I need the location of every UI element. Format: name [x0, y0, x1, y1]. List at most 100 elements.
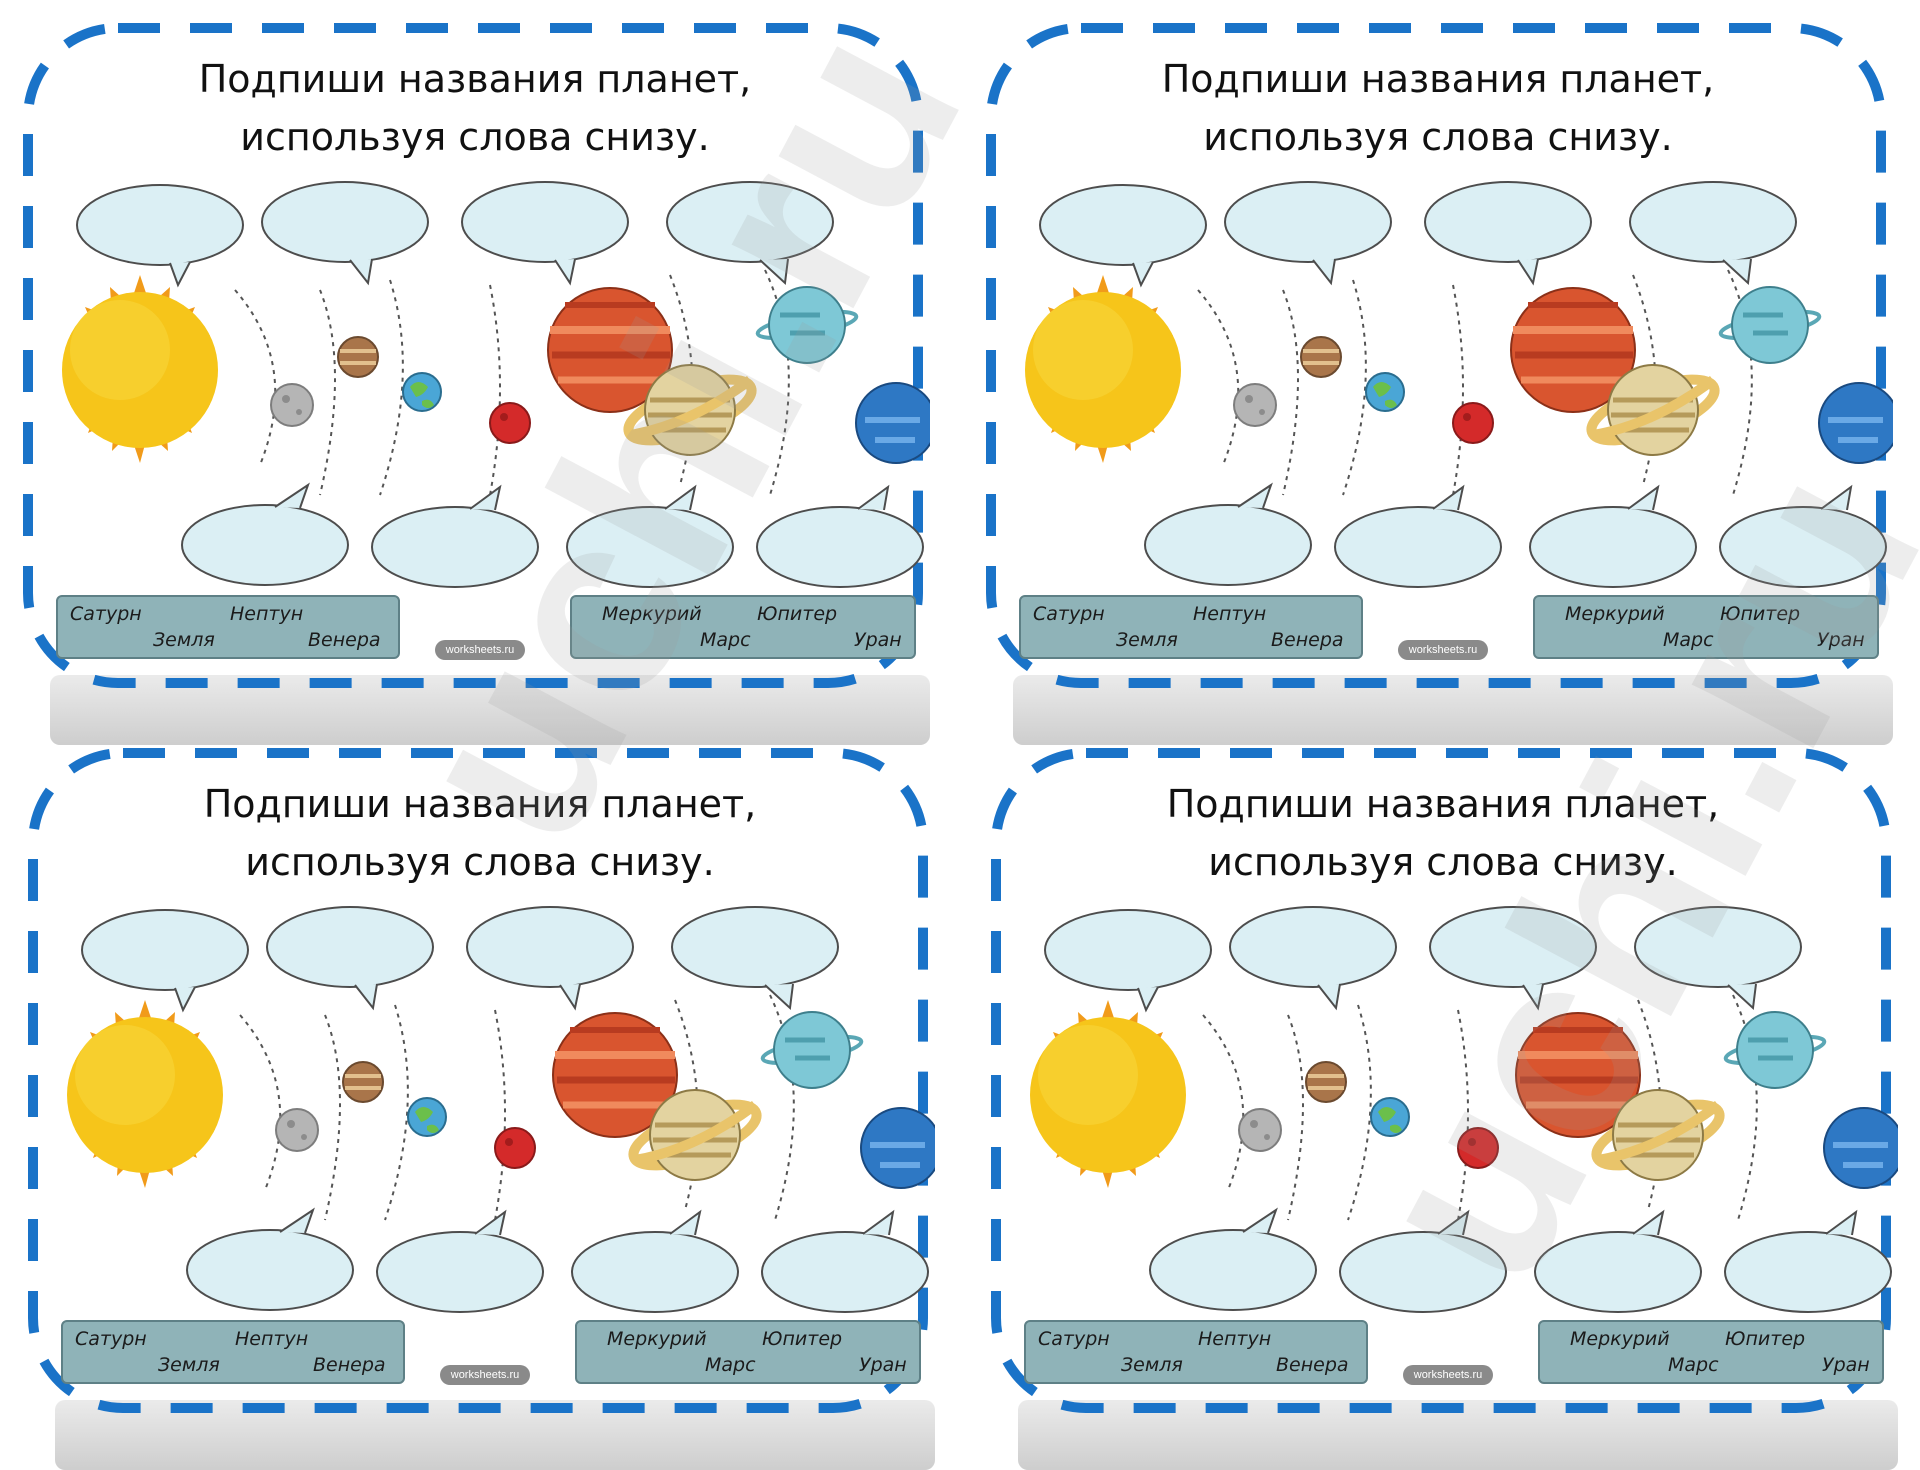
word-bank-left: Сатурн Нептун Земля Венера — [1019, 595, 1363, 659]
answer-bubble-top-4[interactable] — [666, 181, 834, 286]
answer-bubble-top-4[interactable] — [1629, 181, 1797, 286]
solar-system-worksheet: Сатурн Нептун Земля Венера worksheets.ru… — [1018, 890, 1905, 1385]
worksheet-card-3: Подпиши названия планет, используя слова… — [25, 745, 942, 1470]
answer-bubble-top-1[interactable] — [1044, 909, 1212, 1013]
jupiter-planet-icon — [1510, 287, 1636, 413]
answer-bubble-bottom-4[interactable] — [1719, 484, 1887, 588]
word-uranus: Уран — [1822, 1354, 1870, 1376]
jupiter-planet-icon — [1515, 1012, 1641, 1138]
answer-bubble-bottom-3[interactable] — [571, 1209, 739, 1313]
answer-bubble-bottom-3[interactable] — [1534, 1209, 1702, 1313]
word-jupiter: Юпитер — [757, 603, 838, 625]
instruction-line-2: используя слова снизу. — [240, 115, 710, 159]
instruction-text: Подпиши названия планет, используя слова… — [983, 50, 1893, 166]
credit-badge: worksheets.ru — [440, 1365, 530, 1385]
word-uranus: Уран — [854, 629, 902, 651]
instruction-text: Подпиши названия планет, используя слова… — [20, 50, 930, 166]
answer-bubble-top-1[interactable] — [81, 909, 249, 1013]
orbit-lines — [1202, 994, 1758, 1221]
word-venus: Венера — [308, 629, 381, 651]
answer-bubble-bottom-2[interactable] — [376, 1209, 544, 1313]
mars-planet-icon — [1457, 1127, 1499, 1169]
venus-planet-icon — [1305, 1061, 1347, 1103]
word-earth: Земля — [1116, 629, 1178, 651]
orbit-lines — [239, 994, 795, 1221]
mercury-planet-icon — [1238, 1108, 1282, 1152]
answer-bubble-bottom-1[interactable] — [186, 1207, 354, 1311]
dashed-card-border — [986, 23, 1886, 688]
word-saturn: Сатурн — [1038, 1328, 1110, 1350]
answer-bubble-bottom-1[interactable] — [181, 482, 349, 586]
answer-bubble-top-3[interactable] — [1429, 906, 1597, 1011]
word-bank-right: Меркурий Юпитер Марс Уран — [575, 1320, 921, 1384]
answer-bubble-top-3[interactable] — [466, 906, 634, 1011]
word-bank-left: Сатурн Нептун Земля Венера — [56, 595, 400, 659]
answer-bubble-bottom-3[interactable] — [1529, 484, 1697, 588]
venus-planet-icon — [342, 1061, 384, 1103]
earth-planet-icon — [1370, 1097, 1410, 1137]
word-bank-right: Меркурий Юпитер Марс Уран — [1538, 1320, 1884, 1384]
word-saturn: Сатурн — [1033, 603, 1105, 625]
dashed-card-border — [23, 23, 923, 688]
answer-bubble-bottom-4[interactable] — [756, 484, 924, 588]
word-bank-left: Сатурн Нептун Земля Венера — [61, 1320, 405, 1384]
answer-bubble-top-3[interactable] — [1424, 181, 1592, 286]
word-uranus: Уран — [1817, 629, 1865, 651]
answer-bubble-top-2[interactable] — [1229, 906, 1397, 1011]
word-mars: Марс — [700, 629, 751, 651]
word-saturn: Сатурн — [70, 603, 142, 625]
word-neptune: Нептун — [1193, 603, 1267, 625]
sun-icon — [67, 1000, 223, 1188]
answer-bubble-top-2[interactable] — [1224, 181, 1392, 286]
saturn-planet-icon — [1586, 364, 1720, 456]
answer-bubble-top-1[interactable] — [76, 184, 244, 288]
answer-bubble-bottom-2[interactable] — [1334, 484, 1502, 588]
answer-bubble-bottom-2[interactable] — [371, 484, 539, 588]
earth-planet-icon — [1365, 372, 1405, 412]
answer-bubble-bottom-4[interactable] — [761, 1209, 929, 1313]
solar-system-worksheet: Сатурн Нептун Земля Венера worksheets.ru… — [50, 165, 937, 660]
uranus-planet-icon — [1723, 1011, 1827, 1089]
answer-bubble-top-2[interactable] — [261, 181, 429, 286]
word-earth: Земля — [158, 1354, 220, 1376]
sun-icon — [62, 275, 218, 463]
dashed-card-border — [28, 748, 928, 1413]
mars-planet-icon — [489, 402, 531, 444]
solar-system-worksheet: Сатурн Нептун Земля Венера worksheets.ru… — [55, 890, 942, 1385]
answer-bubble-top-2[interactable] — [266, 906, 434, 1011]
instruction-text: Подпиши названия планет, используя слова… — [25, 775, 935, 891]
answer-bubble-bottom-2[interactable] — [1339, 1209, 1507, 1313]
answer-bubble-bottom-1[interactable] — [1149, 1207, 1317, 1311]
answer-bubble-top-1[interactable] — [1039, 184, 1207, 288]
answer-bubble-top-4[interactable] — [671, 906, 839, 1011]
word-saturn: Сатурн — [75, 1328, 147, 1350]
word-mercury: Меркурий — [1565, 603, 1665, 625]
solar-system-illustration — [1030, 906, 1905, 1313]
word-mars: Марс — [705, 1354, 756, 1376]
mercury-planet-icon — [1233, 383, 1277, 427]
answer-bubble-bottom-1[interactable] — [1144, 482, 1312, 586]
word-mars: Марс — [1663, 629, 1714, 651]
neptune-planet-icon — [1823, 1107, 1905, 1189]
answer-bubble-bottom-4[interactable] — [1724, 1209, 1892, 1313]
instruction-line-2: используя слова снизу. — [245, 840, 715, 884]
word-venus: Венера — [1276, 1354, 1349, 1376]
word-mercury: Меркурий — [607, 1328, 707, 1350]
word-bank-right: Меркурий Юпитер Марс Уран — [1533, 595, 1879, 659]
word-neptune: Нептун — [1198, 1328, 1272, 1350]
uranus-planet-icon — [755, 286, 859, 364]
mercury-planet-icon — [270, 383, 314, 427]
answer-bubble-bottom-3[interactable] — [566, 484, 734, 588]
answer-bubble-top-4[interactable] — [1634, 906, 1802, 1011]
instruction-line-1: Подпиши названия планет, — [198, 57, 752, 101]
credit-badge: worksheets.ru — [435, 640, 525, 660]
answer-bubble-top-3[interactable] — [461, 181, 629, 286]
jupiter-planet-icon — [547, 287, 673, 413]
earth-planet-icon — [402, 372, 442, 412]
word-mercury: Меркурий — [602, 603, 702, 625]
solar-system-illustration — [62, 181, 937, 588]
worksheet-card-4: Подпиши названия планет, используя слова… — [988, 745, 1905, 1470]
word-jupiter: Юпитер — [1725, 1328, 1806, 1350]
jupiter-planet-icon — [552, 1012, 678, 1138]
sun-icon — [1025, 275, 1181, 463]
